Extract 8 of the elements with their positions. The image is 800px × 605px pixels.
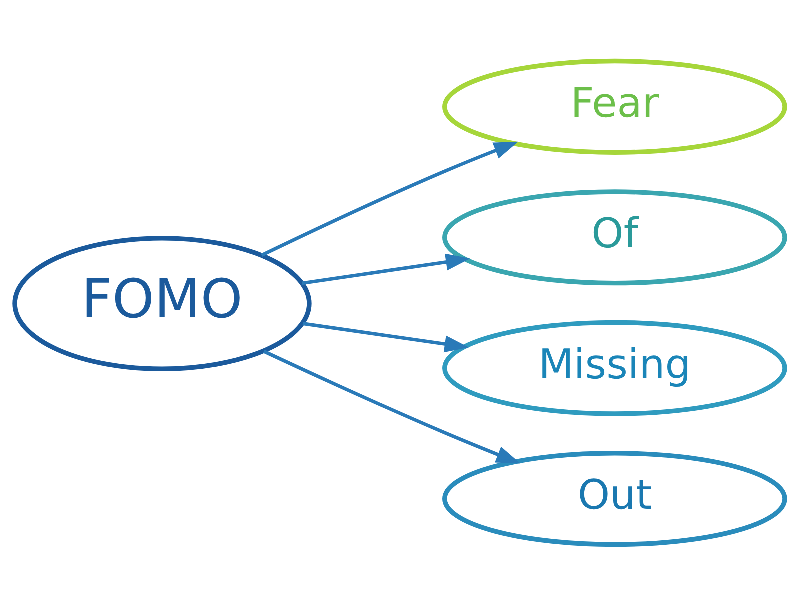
node-ellipse: Out bbox=[442, 450, 788, 547]
node-ellipse: FOMO bbox=[12, 236, 312, 371]
node-ellipse: Of bbox=[442, 189, 788, 286]
arrow bbox=[263, 349, 521, 464]
node-ellipse: Fear bbox=[442, 58, 788, 154]
arrow bbox=[302, 322, 470, 352]
arrow bbox=[261, 141, 518, 257]
arrow bbox=[302, 253, 470, 285]
